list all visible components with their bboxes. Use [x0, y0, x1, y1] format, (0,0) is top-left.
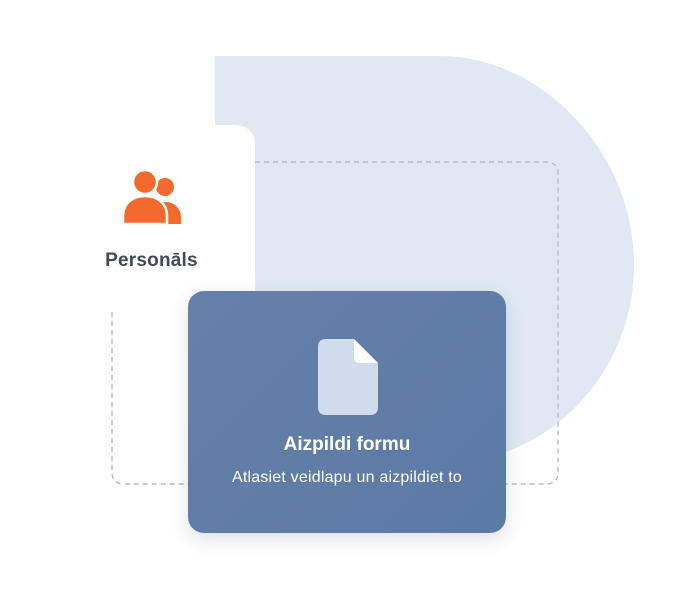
- fill-form-card[interactable]: Aizpildi formu Atlasiet veidlapu un aizp…: [188, 291, 506, 533]
- card-title: Aizpildi formu: [283, 434, 411, 455]
- personnel-label: Personāls: [105, 250, 198, 271]
- users-group-icon: [121, 168, 181, 226]
- personnel-item[interactable]: Personāls: [84, 158, 219, 272]
- dashed-frame: [111, 161, 559, 485]
- card-subtitle: Atlasiet veidlapu un aizpildiet to: [231, 469, 463, 486]
- document-icon: [318, 339, 378, 415]
